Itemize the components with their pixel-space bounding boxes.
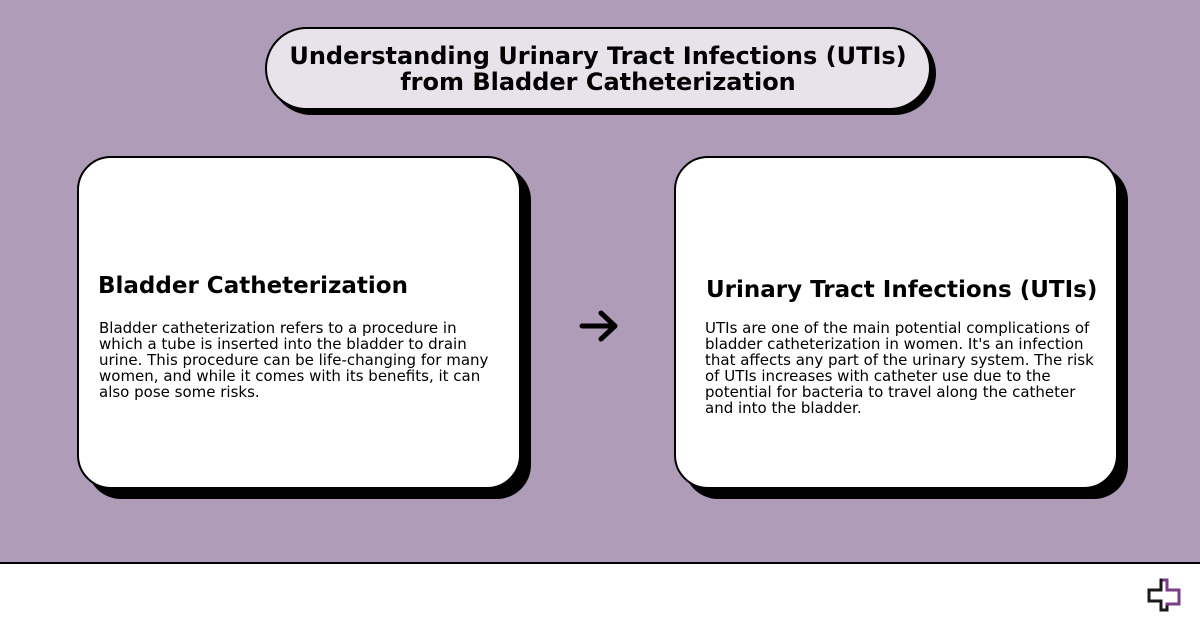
footer-bar	[0, 564, 1200, 630]
card-body: UTIs are one of the main potential compl…	[705, 319, 1094, 417]
title-banner: Understanding Urinary Tract Infections (…	[265, 27, 931, 110]
brand-logo-icon	[1147, 578, 1181, 612]
arrow-right-icon	[579, 310, 618, 342]
card-utis: Urinary Tract Infections (UTIs) UTIs are…	[674, 156, 1118, 489]
diagram-title: Understanding Urinary Tract Infections (…	[289, 41, 907, 96]
card-body: Bladder catheterization refers to a proc…	[99, 319, 489, 401]
diagram-canvas: Understanding Urinary Tract Infections (…	[0, 0, 1200, 564]
card-heading: Urinary Tract Infections (UTIs)	[706, 277, 1098, 303]
card-heading: Bladder Catheterization	[98, 273, 408, 299]
card-bladder-catheterization: Bladder Catheterization Bladder catheter…	[77, 156, 521, 489]
